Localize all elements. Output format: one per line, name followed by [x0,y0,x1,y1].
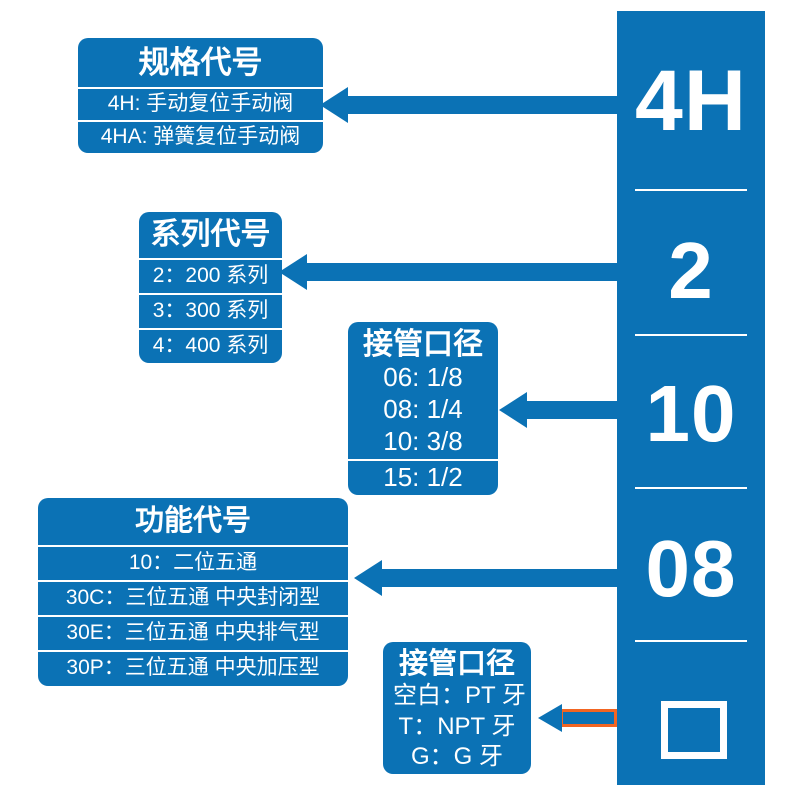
arrow-series [279,254,617,290]
legend-item: 08: 1/4 [383,393,463,424]
legend-item: 30E：三位五通 中央排气型 [38,615,348,650]
arrow-spec-head [320,87,348,123]
arrow-thread-shaft [560,709,617,727]
code-divider-3 [635,487,747,489]
model-code-column: 4H 2 10 08 [617,11,765,785]
arrow-bore [499,392,617,428]
legend-item: G：G 牙 [410,743,503,771]
code-segment-thread-placeholder [661,701,727,759]
arrow-thread-head [538,704,562,732]
legend-box-function-title: 功能代号 [134,505,251,537]
code-segment-function: 08 [645,523,737,613]
legend-item: 4：400 系列 [139,328,282,363]
legend-box-bore-title: 接管口径 [363,328,483,361]
legend-item: 15: 1/2 [348,458,498,495]
legend-box-spec: 规格代号 4H: 手动复位手动阀 4HA: 弹簧复位手动阀 [78,38,323,154]
legend-item: 10: 3/8 [383,425,463,456]
arrow-thread [538,704,617,732]
arrow-spec-shaft [348,96,617,114]
arrow-series-head [279,254,307,290]
legend-item: 10：二位五通 [38,545,348,580]
arrow-function-head [354,560,382,596]
legend-item: 2：200 系列 [139,258,282,293]
legend-item: 06: 1/8 [383,362,463,392]
legend-item: 空白：PT 牙 [393,682,526,709]
arrow-function [354,560,617,596]
code-segment-spec: 4H [635,52,747,149]
code-divider-1 [635,189,747,191]
legend-item: 30C：三位五通 中央封闭型 [38,580,348,615]
arrow-series-shaft [307,263,617,281]
legend-box-spec-title: 规格代号 [138,45,263,80]
arrow-bore-shaft [527,401,617,419]
legend-item: T：NPT 牙 [398,712,516,740]
code-segment-series: 2 [668,226,714,315]
legend-box-thread-title: 接管口径 [398,648,515,680]
legend-box-series-title: 系列代号 [150,218,271,251]
arrow-bore-head [499,392,527,428]
arrow-spec [320,87,617,123]
legend-box-function: 功能代号 10：二位五通 30C：三位五通 中央封闭型 30E：三位五通 中央排… [38,498,348,686]
legend-box-series: 系列代号 2：200 系列 3：300 系列 4：400 系列 [139,212,282,364]
legend-box-bore: 接管口径 06: 1/8 08: 1/4 10: 3/8 15: 1/2 [348,322,498,495]
code-divider-2 [635,334,747,336]
legend-item: 4H: 手动复位手动阀 [78,87,323,120]
legend-item: 30P：三位五通 中央加压型 [38,650,348,685]
legend-box-thread: 接管口径 空白：PT 牙 T：NPT 牙 G：G 牙 [383,642,531,774]
code-divider-4 [635,640,747,642]
arrow-function-shaft [382,569,617,587]
code-segment-bore: 10 [645,368,737,458]
legend-item: 4HA: 弹簧复位手动阀 [78,120,323,153]
legend-item: 3：300 系列 [139,293,282,328]
